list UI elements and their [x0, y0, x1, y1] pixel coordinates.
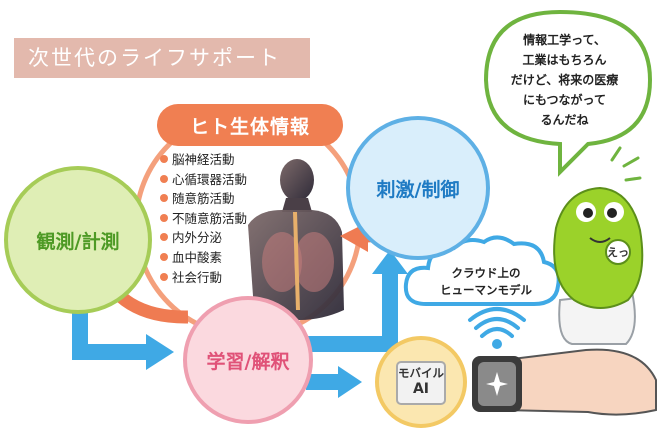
bio-info-label: ヒト生体情報 [157, 104, 343, 146]
bullet-icon [160, 155, 168, 163]
bullet-icon [160, 174, 168, 183]
list-item: 不随意筋活動 [160, 209, 247, 229]
arrow-observe-to-learn [72, 306, 148, 360]
bullet-icon [160, 213, 168, 222]
list-item: 血中酸素 [160, 248, 247, 268]
mascot-character [553, 146, 644, 345]
bio-info-list: 脳神経活動 心循環器活動 随意筋活動 不随意筋活動 内外分泌 血中酸素 社会行動 [160, 150, 247, 287]
page-title: 次世代のライフサポート [14, 38, 310, 78]
bullet-icon [160, 252, 168, 261]
arrow-observe-to-learn-head [146, 334, 174, 370]
stimulate-node: 刺激/制御 [346, 116, 490, 260]
arrow-learn-to-ai-head [338, 366, 362, 398]
observe-node: 観測/計測 [4, 166, 152, 314]
mobile-ai-chip [375, 336, 467, 428]
bullet-icon [160, 194, 168, 203]
arrow-learn-to-stim-head [372, 250, 408, 274]
smartwatch-arm-icon [472, 348, 657, 416]
bullet-icon [160, 272, 168, 281]
list-item: 脳神経活動 [160, 150, 247, 170]
speech-text: 情報工学って、 工業はもちろん だけど、将来の医療 にもつながって るんだね [510, 33, 619, 127]
cloud-label: クラウド上の ヒューマンモデル [440, 266, 532, 297]
list-item: 内外分泌 [160, 228, 247, 248]
speech-bubble [483, 9, 653, 177]
human-body-icon [248, 159, 344, 320]
learn-node: 学習/解釈 [183, 296, 313, 424]
list-item: 心循環器活動 [160, 170, 247, 190]
list-item: 随意筋活動 [160, 189, 247, 209]
list-item: 社会行動 [160, 268, 247, 288]
mobile-ai-label: モバイル AI [398, 366, 444, 398]
mascot-badge: えっ [607, 246, 629, 259]
arrow-learn-to-stim [306, 272, 398, 352]
wifi-icon [468, 307, 526, 349]
bullet-icon [160, 233, 168, 242]
